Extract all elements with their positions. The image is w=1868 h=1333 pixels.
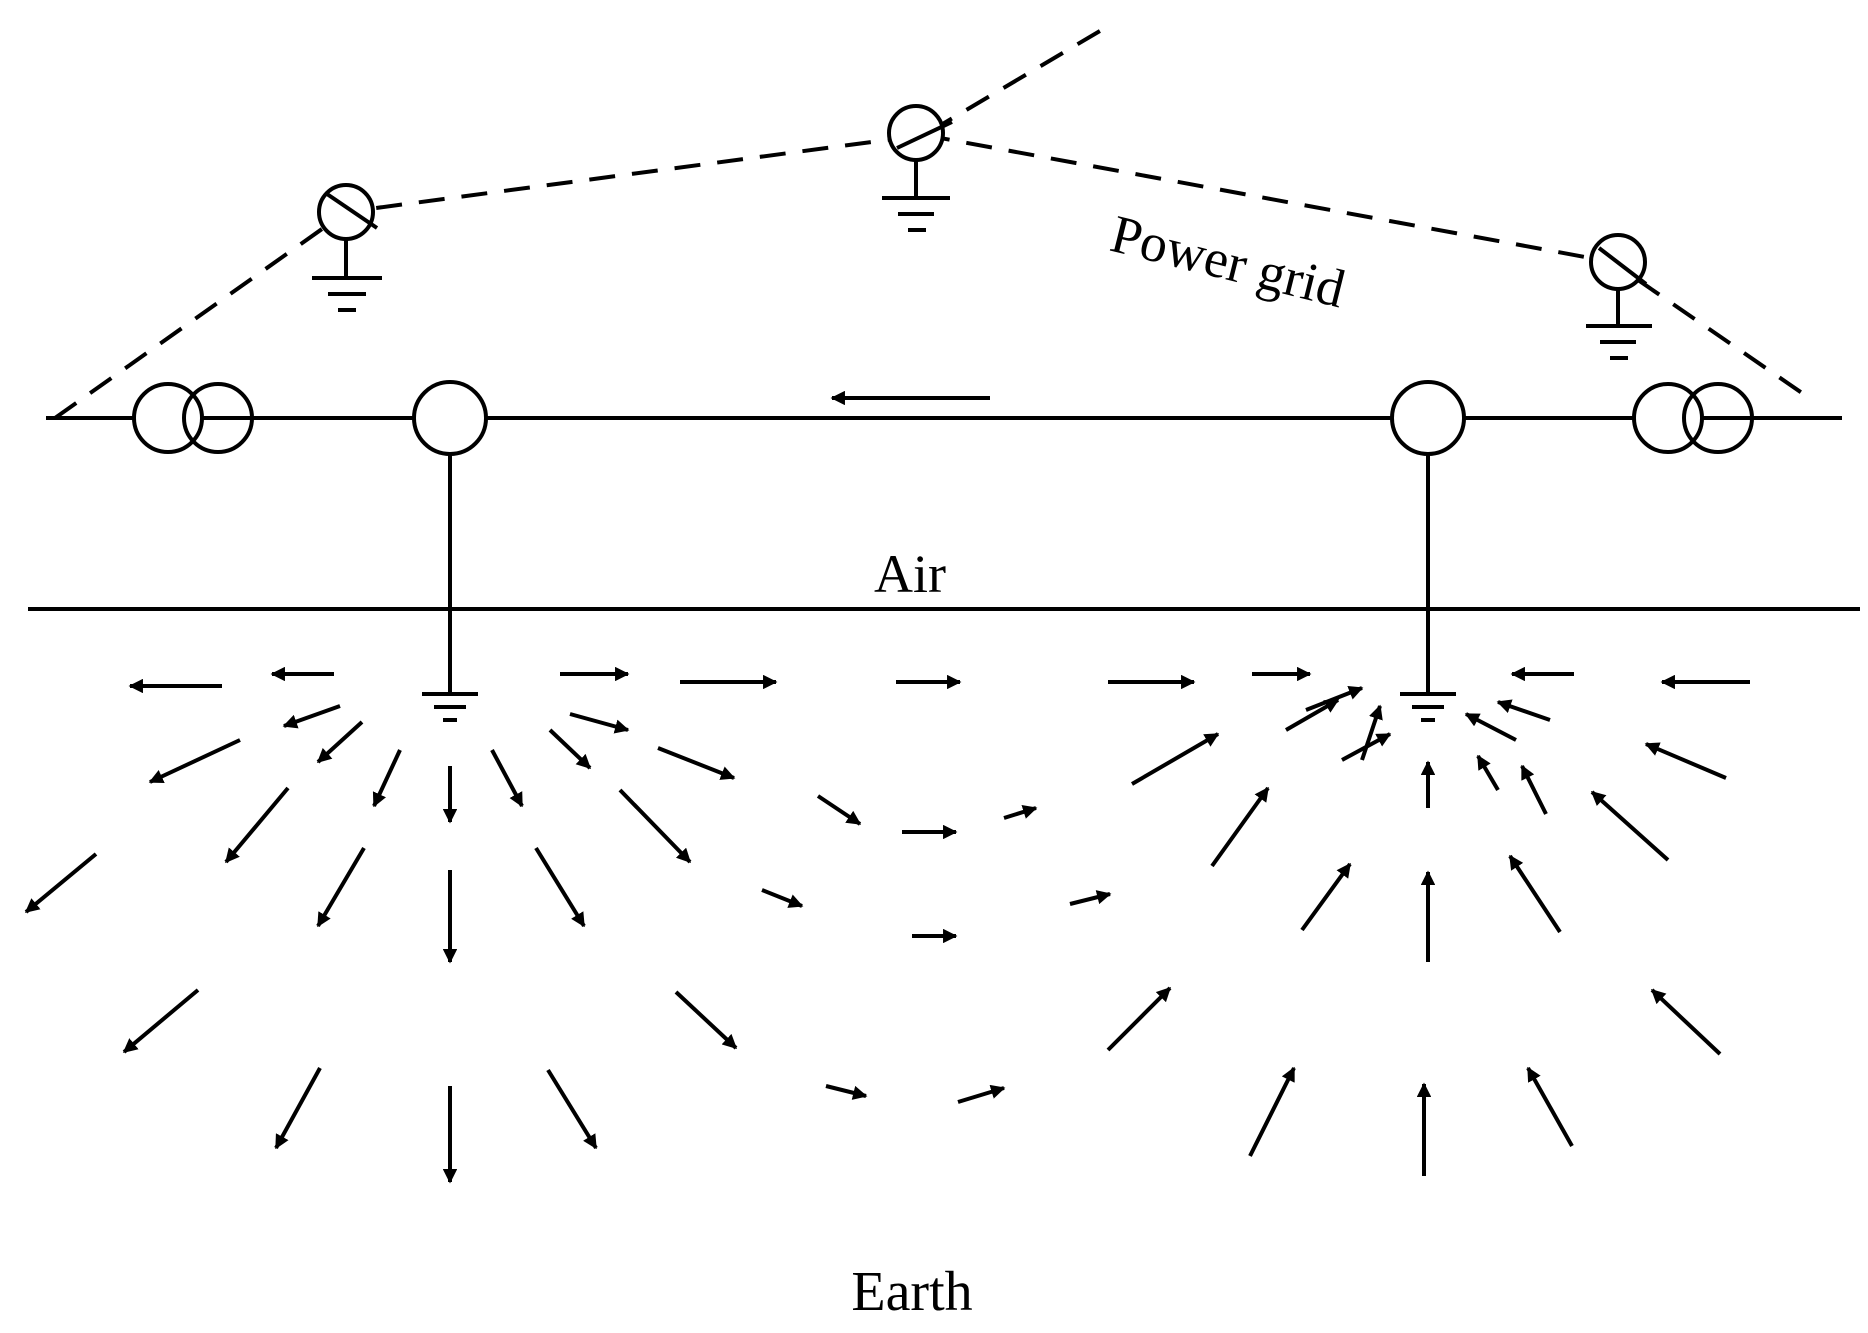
field-arrow-icon [534, 846, 586, 928]
substation-node-left [412, 380, 488, 722]
field-arrow-icon [761, 888, 804, 908]
field-arrow-icon [674, 990, 738, 1050]
field-arrow-icon [1644, 742, 1727, 780]
field-arrow-icon [1520, 764, 1548, 815]
earth-label: Earth [851, 1261, 972, 1323]
field-arrow-icon [1300, 862, 1352, 932]
field-arrow-icon [1069, 890, 1112, 906]
substation-node-right [1390, 380, 1466, 722]
field-arrow-icon [148, 738, 241, 784]
field-arrow-icon [1305, 686, 1364, 712]
field-arrow-icon [825, 1084, 868, 1100]
generator-icon [317, 183, 375, 241]
generator-icon [887, 104, 945, 162]
field-arrow-icon [1130, 732, 1220, 786]
field-arrow-icon [316, 720, 364, 764]
field-arrow-icon [274, 1067, 322, 1150]
grid-line-right [923, 133, 1804, 395]
grid-substation-left [312, 183, 382, 312]
field-arrow-icon [1285, 698, 1340, 732]
field-arrow-icon [569, 712, 630, 734]
field-arrow-icon [546, 1068, 598, 1150]
field-arrow-icon [372, 749, 402, 808]
field-arrow-icon [24, 852, 98, 914]
field-arrow-icon [1210, 786, 1270, 868]
field-arrow-icon [122, 988, 200, 1054]
field-arrow-icon [657, 746, 736, 780]
field-arrow-icon [316, 846, 366, 928]
transformer-right [1632, 382, 1754, 454]
field-arrow-icon [1106, 986, 1172, 1052]
field-arrow-icon [1508, 854, 1562, 934]
field-arrow-icon [282, 704, 341, 729]
field-arrow-icon [1650, 988, 1722, 1056]
field-arrow-icon [1248, 1066, 1296, 1157]
field-arrow-icon [816, 794, 862, 826]
grid-substation-right [1586, 233, 1652, 360]
field-arrow-icon [490, 749, 524, 808]
field-arrow-icon [548, 728, 592, 770]
transformer-left [132, 382, 254, 454]
grid-substation-center [882, 104, 953, 232]
field-arrow-icon [618, 788, 692, 864]
air-label: Air [874, 544, 946, 604]
grid-line-left [53, 23, 1112, 420]
field-arrow-icon [1360, 704, 1383, 761]
field-arrow-icon [957, 1084, 1006, 1104]
power-grid-network [53, 23, 1804, 420]
transmission-line [46, 390, 1842, 420]
field-arrow-icon [1476, 754, 1500, 792]
earth-current-field [24, 666, 1750, 1184]
field-arrow-icon [1464, 712, 1517, 742]
field-arrow-icon [1496, 699, 1551, 722]
field-arrow-icon [1590, 790, 1670, 862]
power-grid-label: Power grid [1105, 203, 1351, 319]
field-arrow-icon [1003, 804, 1038, 820]
field-arrow-icon [224, 786, 290, 864]
field-arrow-icon [1526, 1066, 1574, 1147]
